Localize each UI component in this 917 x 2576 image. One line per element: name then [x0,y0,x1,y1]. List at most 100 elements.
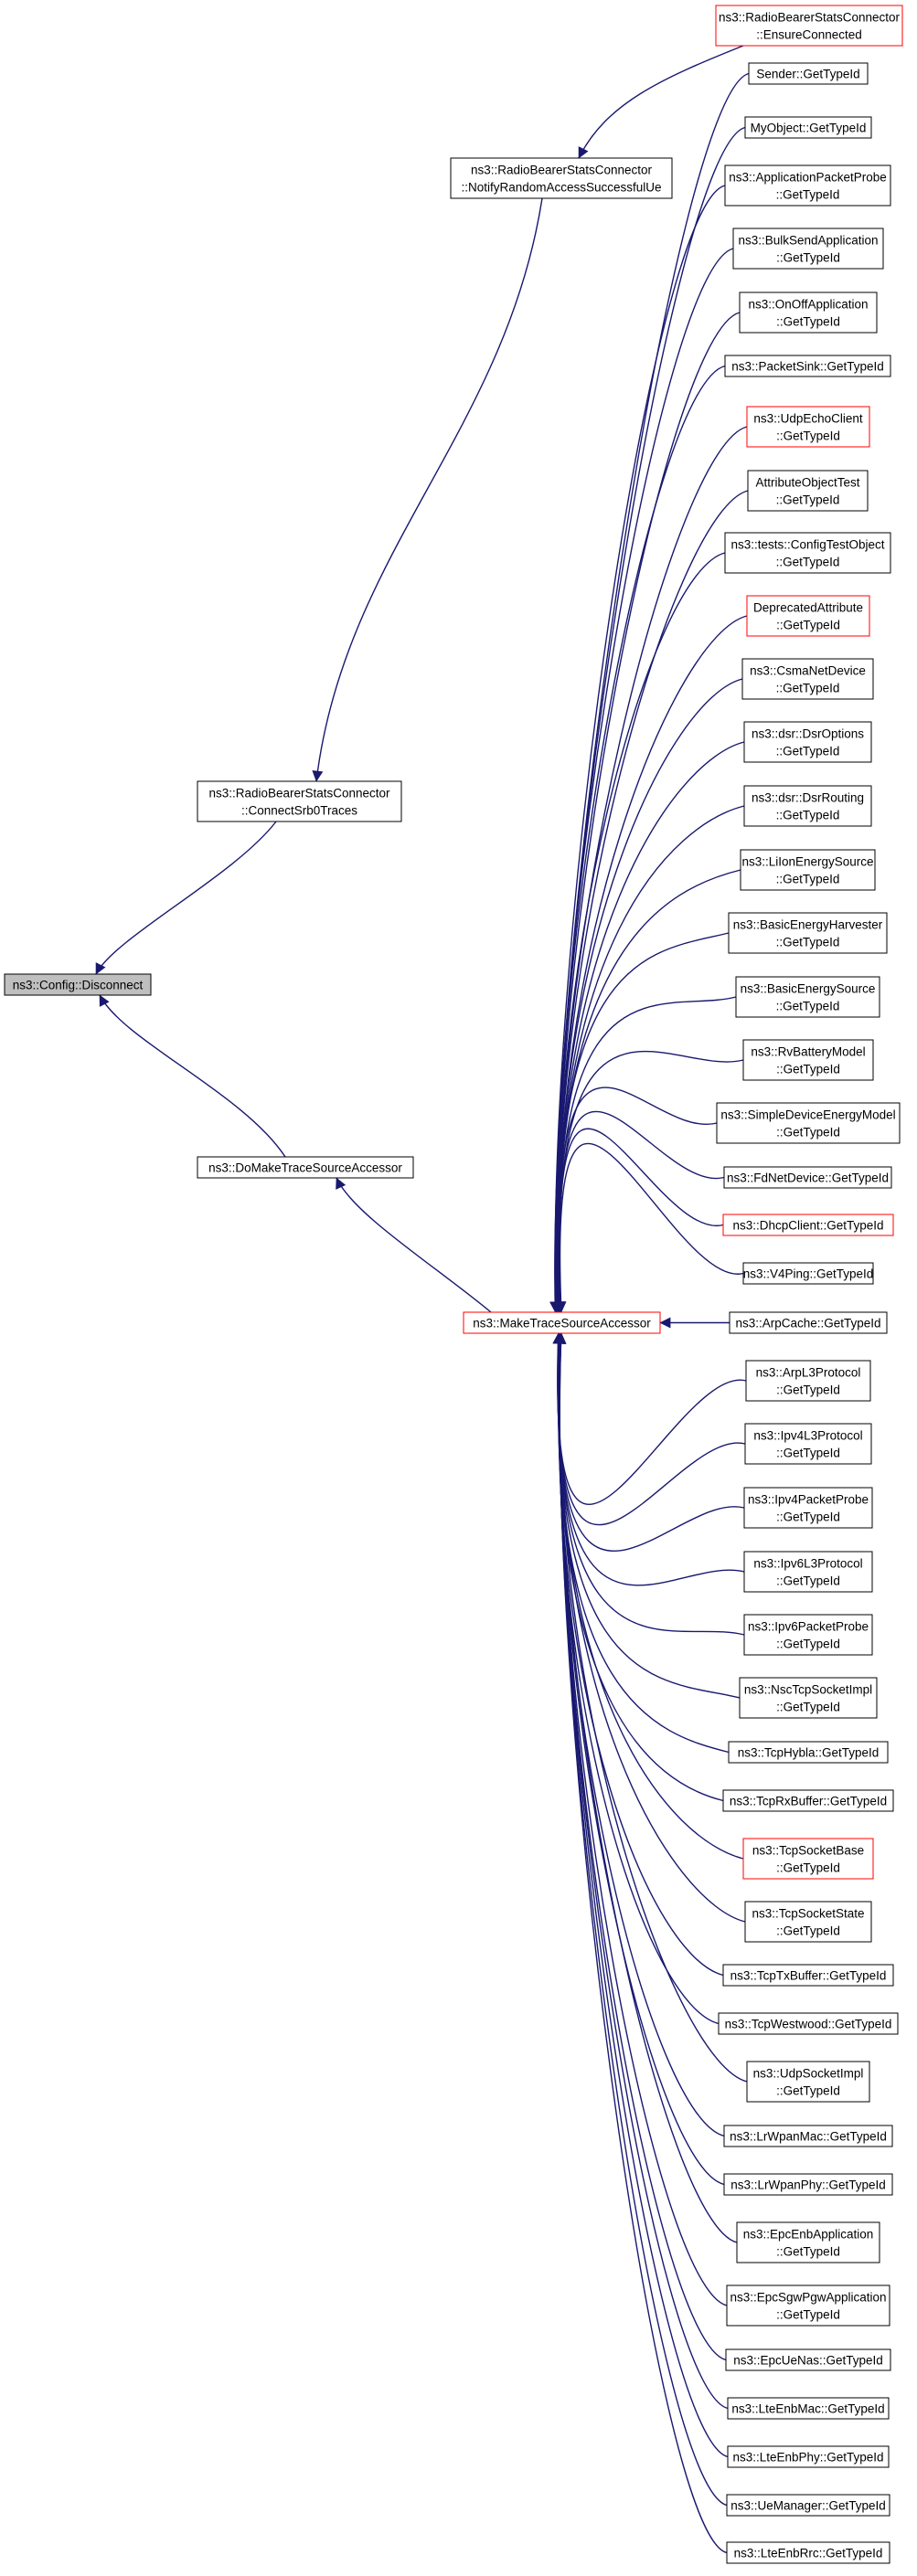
node-c15[interactable]: ns3::BasicEnergyHarvester::GetTypeId [728,912,888,954]
edge-c33-to-maketrace [553,1332,724,1977]
node-c02[interactable]: MyObject::GetTypeId [744,116,872,139]
edge-c20-to-maketrace [555,1128,724,1313]
node-c44[interactable]: ns3::LteEnbRrc::GetTypeId [726,2541,890,2564]
node-c01[interactable]: Sender::GetTypeId [748,62,869,85]
node-box [744,116,872,139]
node-notifyrandom[interactable]: ns3::RadioBearerStatsConnector::NotifyRa… [450,157,673,199]
node-label-line: ::GetTypeId [776,2308,840,2322]
node-box [724,164,891,207]
node-box [739,292,878,334]
node-c17[interactable]: ns3::RvBatteryModel::GetTypeId [742,1039,874,1081]
node-c06[interactable]: ns3::PacketSink::GetTypeId [724,355,891,377]
node-c43[interactable]: ns3::UeManager::GetTypeId [726,2494,890,2517]
node-c29[interactable]: ns3::TcpHybla::GetTypeId [728,1741,889,1764]
node-ensureconnected[interactable]: ns3::RadioBearerStatsConnector::EnsureCo… [715,5,903,47]
node-label-line: ::GetTypeId [776,1000,840,1013]
node-label-line: ::EnsureConnected [756,28,862,42]
node-c33[interactable]: ns3::TcpTxBuffer::GetTypeId [722,1964,894,1987]
node-label-line: AttributeObjectTest [755,476,859,490]
node-c04[interactable]: ns3::BulkSendApplication::GetTypeId [732,228,884,270]
node-label-line: ns3::DoMakeTraceSourceAccessor [208,1161,402,1175]
node-c37[interactable]: ns3::LrWpanPhy::GetTypeId [723,2173,893,2196]
node-c10[interactable]: DeprecatedAttribute::GetTypeId [746,595,870,637]
node-c11[interactable]: ns3::CsmaNetDevice::GetTypeId [741,658,874,700]
node-box [742,1039,874,1081]
node-disconnect[interactable]: ns3::Config::Disconnect [4,973,152,996]
edge-c04-to-maketrace [550,248,734,1313]
node-box [463,1311,661,1334]
node-c34[interactable]: ns3::TcpWestwood::GetTypeId [718,2012,899,2035]
node-label-line: ns3::ApplicationPacketProbe [729,171,887,185]
node-label-line: ::GetTypeId [776,619,840,632]
node-box [450,157,673,199]
function-nodes: ns3::Config::Disconnect ns3::RadioBearerS… [4,5,903,2564]
node-label-line: ns3::CsmaNetDevice [750,664,866,678]
node-c32[interactable]: ns3::TcpSocketState::GetTypeId [744,1901,872,1943]
node-c05[interactable]: ns3::OnOffApplication::GetTypeId [739,292,878,334]
node-box [744,1901,872,1943]
edge-c34-to-maketrace [554,1332,720,2025]
node-c22[interactable]: ns3::ArpCache::GetTypeId [729,1311,888,1334]
node-maketrace[interactable]: ns3::MakeTraceSourceAccessor [463,1311,661,1334]
node-label-line: ns3::LiIonEnergySource [741,855,873,869]
node-box [723,2173,893,2196]
node-c41[interactable]: ns3::LteEnbMac::GetTypeId [727,2397,890,2420]
node-c26[interactable]: ns3::Ipv6L3Protocol::GetTypeId [743,1551,873,1593]
node-c21[interactable]: ns3::V4Ping::GetTypeId [742,1262,874,1285]
node-box [724,355,891,377]
node-label-line: ns3::PacketSink::GetTypeId [731,360,884,374]
node-c13[interactable]: ns3::dsr::DsrRouting::GetTypeId [743,785,872,827]
node-c40[interactable]: ns3::EpcUeNas::GetTypeId [725,2348,891,2371]
node-c03[interactable]: ns3::ApplicationPacketProbe::GetTypeId [724,164,891,207]
node-c30[interactable]: ns3::TcpRxBuffer::GetTypeId [722,1789,894,1812]
node-label-line: ::GetTypeId [776,1701,840,1714]
node-c39[interactable]: ns3::EpcSgwPgwApplication::GetTypeId [726,2284,890,2327]
node-c42[interactable]: ns3::LteEnbPhy::GetTypeId [727,2445,890,2468]
node-box [736,2221,880,2263]
edge-c06-to-maketrace [550,365,726,1313]
node-c07[interactable]: ns3::UdpEchoClient::GetTypeId [746,406,870,448]
node-c25[interactable]: ns3::Ipv4PacketProbe::GetTypeId [743,1487,873,1529]
node-c20[interactable]: ns3::DhcpClient::GetTypeId [722,1214,894,1236]
node-c19[interactable]: ns3::FdNetDevice::GetTypeId [723,1166,892,1189]
node-label-line: ::GetTypeId [776,1126,840,1140]
node-label-line: ns3::RadioBearerStatsConnector [719,11,901,25]
node-box [728,1741,889,1764]
node-c28[interactable]: ns3::NscTcpSocketImpl::GetTypeId [739,1677,878,1719]
node-c14[interactable]: ns3::LiIonEnergySource::GetTypeId [740,849,876,891]
node-label-line: ns3::UdpEchoClient [753,412,863,426]
edge-c21-to-maketrace [555,1142,744,1313]
node-label-line: ns3::BasicEnergySource [741,982,876,996]
node-c31[interactable]: ns3::TcpSocketBase::GetTypeId [742,1838,874,1880]
node-connectsrb0[interactable]: ns3::RadioBearerStatsConnector::ConnectS… [197,780,402,822]
edge-domaketrace-to-disconnect [99,994,286,1158]
node-c35[interactable]: ns3::UdpSocketImpl::GetTypeId [746,2061,870,2103]
node-label-line: ns3::BulkSendApplication [738,234,878,248]
node-label-line: ns3::MakeTraceSourceAccessor [473,1317,651,1330]
node-box [746,2061,870,2103]
node-c38[interactable]: ns3::EpcEnbApplication::GetTypeId [736,2221,880,2263]
edge-c38-to-maketrace [554,1332,738,2243]
edge-c08-to-maketrace [551,490,749,1313]
node-c18[interactable]: ns3::SimpleDeviceEnergyModel::GetTypeId [716,1102,901,1144]
node-label-line: ::GetTypeId [776,1924,840,1938]
node-domaketrace[interactable]: ns3::DoMakeTraceSourceAccessor [197,1156,414,1179]
node-box [723,1166,892,1189]
node-label-line: ::GetTypeId [776,873,840,886]
node-c36[interactable]: ns3::LrWpanMac::GetTypeId [723,2125,893,2147]
node-c09[interactable]: ns3::tests::ConfigTestObject::GetTypeId [724,532,891,574]
node-c16[interactable]: ns3::BasicEnergySource::GetTypeId [735,976,880,1018]
node-c12[interactable]: ns3::dsr::DsrOptions::GetTypeId [743,721,872,763]
node-box [729,1311,888,1334]
node-c08[interactable]: AttributeObjectTest::GetTypeId [747,470,869,512]
node-label-line: ::NotifyRandomAccessSuccessfulUe [461,181,661,195]
edge-notifyrandom-to-connectsrb0 [312,197,543,782]
node-label-line: ::GetTypeId [776,2245,840,2259]
node-label-line: ns3::LteEnbMac::GetTypeId [731,2402,884,2416]
node-c23[interactable]: ns3::ArpL3Protocol::GetTypeId [745,1360,871,1402]
node-box [728,912,888,954]
edge-c10-to-maketrace [551,615,748,1313]
edge-c19-to-maketrace [554,1110,725,1313]
node-c27[interactable]: ns3::Ipv6PacketProbe::GetTypeId [743,1614,873,1656]
node-c24[interactable]: ns3::Ipv4L3Protocol::GetTypeId [744,1423,872,1465]
